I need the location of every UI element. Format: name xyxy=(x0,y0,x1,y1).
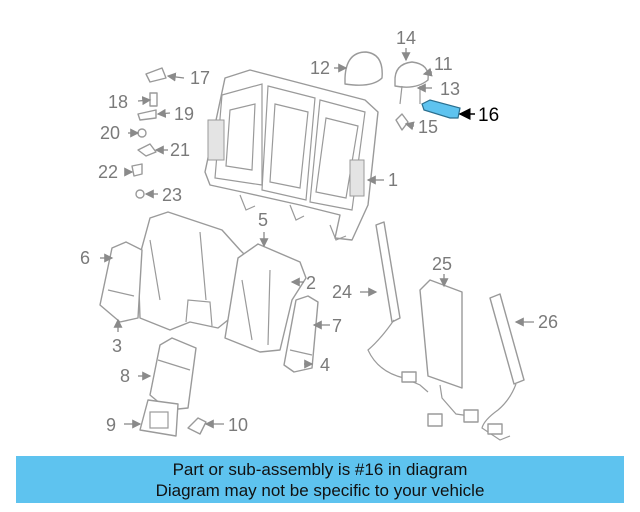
headrest-12 xyxy=(344,51,383,86)
callout-14: 14 xyxy=(396,28,416,48)
callout-6: 6 xyxy=(80,248,90,268)
callout-21: 21 xyxy=(170,140,190,160)
callout-12: 12 xyxy=(310,58,330,78)
callout-10: 10 xyxy=(228,415,248,435)
callout-5: 5 xyxy=(258,210,268,230)
armrest xyxy=(149,337,197,411)
part-17 xyxy=(145,67,167,83)
clip-10 xyxy=(187,417,207,435)
callout-13: 13 xyxy=(440,79,460,99)
callout-24: 24 xyxy=(332,282,352,302)
part-20 xyxy=(137,128,147,138)
heater-25 xyxy=(419,279,479,423)
callout-11: 11 xyxy=(434,54,453,74)
callout-15: 15 xyxy=(418,117,438,137)
highlighted-part-16 xyxy=(421,99,461,119)
part-23 xyxy=(135,189,145,199)
callout-18: 18 xyxy=(108,92,128,112)
heater-26 xyxy=(481,293,525,441)
callout-20: 20 xyxy=(100,123,120,143)
callout-1: 1 xyxy=(388,170,398,190)
callout-3: 3 xyxy=(112,336,122,356)
headrest-11 xyxy=(394,61,429,88)
callout-7: 7 xyxy=(332,316,342,336)
heater-24 xyxy=(367,221,443,427)
side-bolster-right xyxy=(283,295,319,373)
side-bolster-left xyxy=(99,241,143,323)
callout-23: 23 xyxy=(162,185,182,205)
callout-17: 17 xyxy=(190,68,210,88)
callout-8: 8 xyxy=(120,366,130,386)
part-18 xyxy=(149,92,158,107)
part-19 xyxy=(137,109,157,121)
part-21 xyxy=(137,143,157,157)
parts-diagram: 17 18 19 20 21 22 23 1 5 6 2 3 7 4 8 9 1… xyxy=(80,28,558,441)
banner-line-2: Diagram may not be specific to your vehi… xyxy=(155,481,485,500)
info-banner: Part or sub-assembly is #16 in diagram D… xyxy=(16,456,624,503)
callout-25: 25 xyxy=(432,254,452,274)
callout-4: 4 xyxy=(320,355,330,375)
back-cover-center xyxy=(224,243,307,353)
seatback-frame xyxy=(204,69,379,241)
callout-19: 19 xyxy=(174,104,194,124)
callout-26: 26 xyxy=(538,312,558,332)
callout-22: 22 xyxy=(98,162,118,182)
callout-9: 9 xyxy=(106,415,116,435)
callout-16: 16 xyxy=(478,105,499,126)
callout-2: 2 xyxy=(306,273,316,293)
part-22 xyxy=(131,163,143,177)
banner-line-1: Part or sub-assembly is #16 in diagram xyxy=(172,460,468,479)
armrest-bracket xyxy=(139,399,179,437)
part-15 xyxy=(395,113,409,131)
